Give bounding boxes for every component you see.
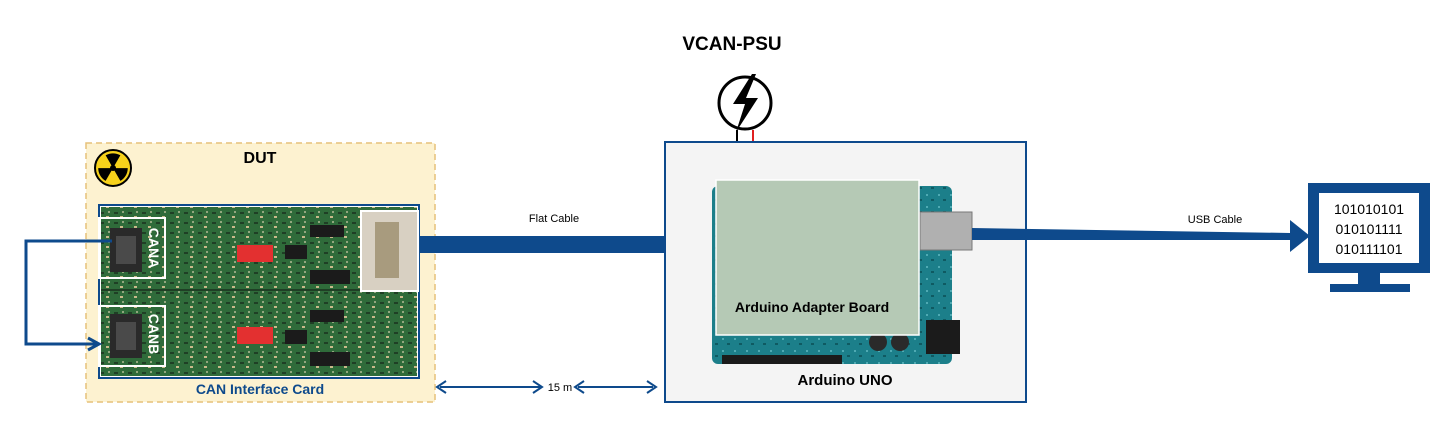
usb-cable-label: USB Cable bbox=[1188, 214, 1242, 226]
adapter-label: Arduino Adapter Board bbox=[735, 299, 889, 315]
flat-cable bbox=[419, 236, 716, 253]
cana-port bbox=[98, 217, 166, 279]
cana-label: CANA bbox=[146, 228, 162, 268]
monitor-line: 101010101 bbox=[1334, 201, 1404, 217]
usb-cable bbox=[972, 220, 1310, 252]
monitor-line: 010101111 bbox=[1336, 221, 1403, 237]
canb-port bbox=[98, 305, 166, 367]
card-label: CAN Interface Card bbox=[196, 381, 324, 397]
monitor-line: 010111101 bbox=[1336, 241, 1403, 257]
dut-label: DUT bbox=[244, 150, 277, 167]
loopback-cable bbox=[24, 239, 112, 352]
monitor-icon bbox=[1308, 183, 1430, 292]
psu-title: VCAN-PSU bbox=[682, 34, 781, 55]
lightning-bolt-icon bbox=[717, 74, 773, 132]
distance-label: 15 m bbox=[548, 382, 572, 394]
arduino-adapter-board bbox=[715, 179, 920, 336]
flat-cable-label: Flat Cable bbox=[529, 213, 579, 225]
canb-label: CANB bbox=[146, 314, 162, 354]
distance-arrow bbox=[435, 380, 658, 394]
arduino-label: Arduino UNO bbox=[798, 372, 893, 389]
radiation-hazard-icon bbox=[94, 149, 132, 187]
can-interface-card bbox=[98, 204, 420, 379]
